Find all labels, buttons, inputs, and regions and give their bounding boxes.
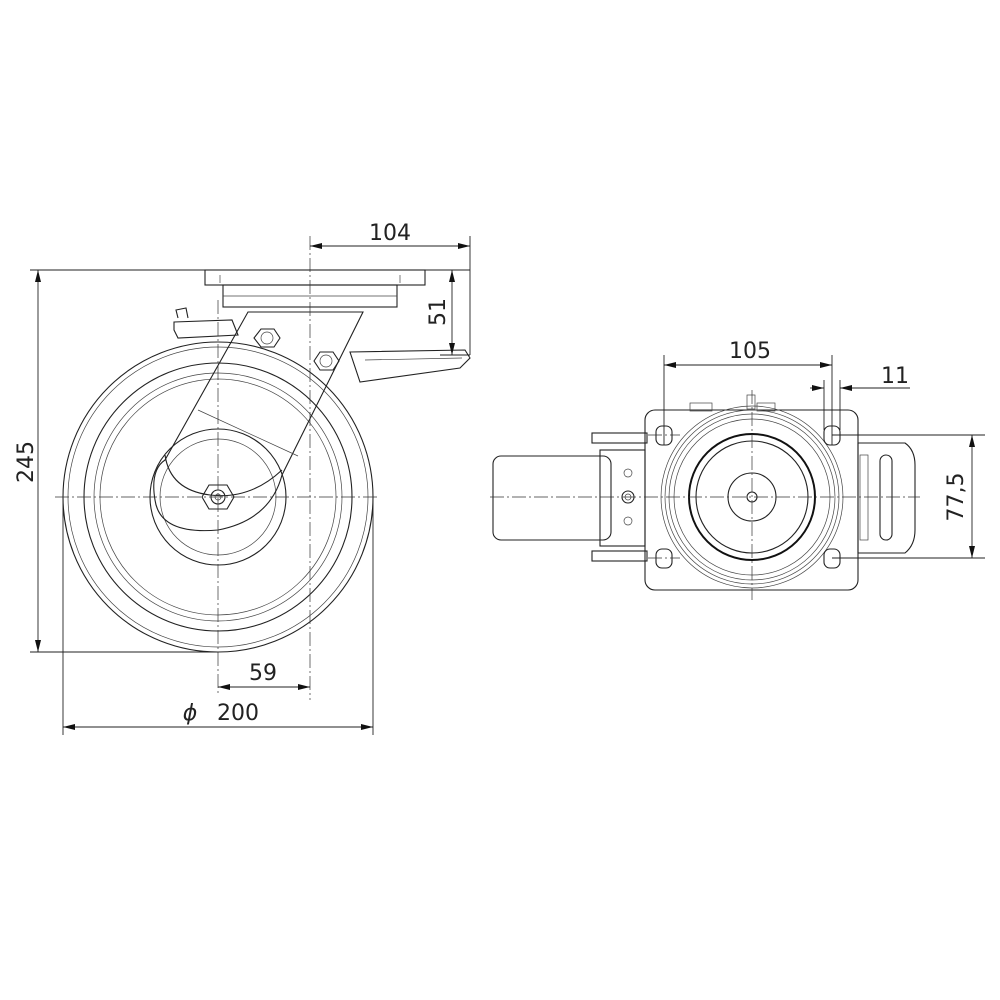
dimensions xyxy=(663,355,985,559)
dim-offset-59: 59 xyxy=(249,661,277,686)
brake-lever xyxy=(173,307,471,383)
top-plate xyxy=(204,269,426,308)
center-lines xyxy=(55,236,380,700)
dim-bolt-spacing-105: 105 xyxy=(729,339,771,364)
dim-height-245: 245 xyxy=(14,441,39,483)
fork xyxy=(153,311,364,532)
rear-block xyxy=(857,442,916,554)
dim-plate-51: 51 xyxy=(426,298,451,326)
dimensions xyxy=(30,236,471,735)
dim-bolt-hole-11: 11 xyxy=(881,364,909,389)
side-view: 245 104 51 59 ϕ 200 xyxy=(14,221,471,735)
center-lines xyxy=(490,390,920,600)
dim-bolt-spacing-77-5: 77,5 xyxy=(944,473,969,522)
dim-offset-104: 104 xyxy=(369,221,411,246)
dim-diameter-200: 200 xyxy=(217,701,259,726)
top-view: 105 11 77,5 xyxy=(490,339,985,600)
mounting-plate xyxy=(644,394,859,591)
diameter-symbol: ϕ xyxy=(183,701,198,726)
bolt-hex xyxy=(253,328,340,371)
